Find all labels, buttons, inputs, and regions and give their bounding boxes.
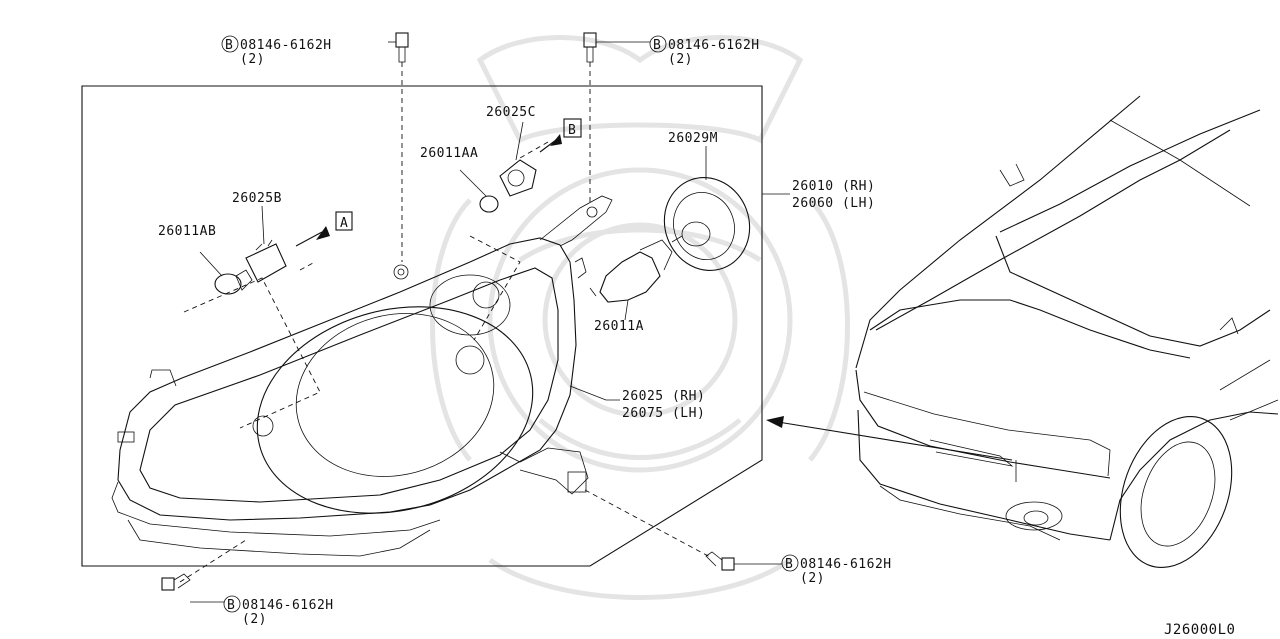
- part-label-26075-lh: 26075 (LH): [622, 406, 705, 421]
- part-label-26010-rh: 26010 (RH): [792, 179, 875, 194]
- part-label-26025c: 26025C: [486, 105, 536, 120]
- diagram-reference-code: J26000L0: [1164, 622, 1235, 638]
- part-label-26011aa: 26011AA: [420, 146, 478, 161]
- dashed-guides: [179, 62, 713, 583]
- bolt-part-label: 08146-6162H: [240, 38, 332, 53]
- assembly-box: [81, 85, 763, 567]
- bulb-26011aa: [479, 195, 499, 213]
- bolt-marker-letter: B: [225, 38, 233, 53]
- connector-marker-b: B: [568, 123, 576, 138]
- bolt-qty-label: (2): [240, 52, 265, 67]
- bolt-qty-label: (2): [800, 571, 825, 586]
- socket-26025b: [245, 239, 287, 283]
- part-label-26011a: 26011A: [594, 319, 644, 334]
- part-label-26011ab: 26011AB: [158, 224, 216, 239]
- location-arrow: [766, 416, 1013, 461]
- bolt-part-label: 08146-6162H: [242, 598, 334, 613]
- screw-bottom-left: [161, 573, 191, 591]
- connector-marker-a: A: [340, 216, 348, 231]
- part-label-26060-lh: 26060 (LH): [792, 196, 875, 211]
- park-bulb-26011ab: [214, 269, 253, 295]
- low-beam-projector: [252, 274, 534, 514]
- bolt-qty-label: (2): [242, 612, 267, 627]
- screw-top-left: [395, 32, 409, 63]
- watermark-logo: [430, 35, 850, 600]
- bolt-part-label: 08146-6162H: [668, 38, 760, 53]
- arrow-to-b: [539, 118, 582, 153]
- socket-26025c: [499, 159, 537, 197]
- part-label-26029m: 26029M: [668, 131, 718, 146]
- headlamp-assembly: [111, 195, 613, 557]
- part-label-26025-rh: 26025 (RH): [622, 389, 705, 404]
- screw-bottom-right: [705, 551, 735, 571]
- part-label-26025b: 26025B: [232, 191, 282, 206]
- headlamp-bulb-26011a: [589, 239, 673, 303]
- bolt-marker-letter: B: [653, 38, 661, 53]
- bolt-marker-letter: B: [227, 598, 235, 613]
- leader-lines: [190, 41, 790, 603]
- bulb-cover-26029m: [663, 177, 751, 271]
- bolt-part-label: 08146-6162H: [800, 557, 892, 572]
- bolt-qty-label: (2): [668, 52, 693, 67]
- bolt-marker-letter: B: [785, 557, 793, 572]
- arrow-to-a: [295, 211, 353, 247]
- vehicle-front-view: [855, 95, 1279, 568]
- bolt-marker-b: [221, 35, 799, 613]
